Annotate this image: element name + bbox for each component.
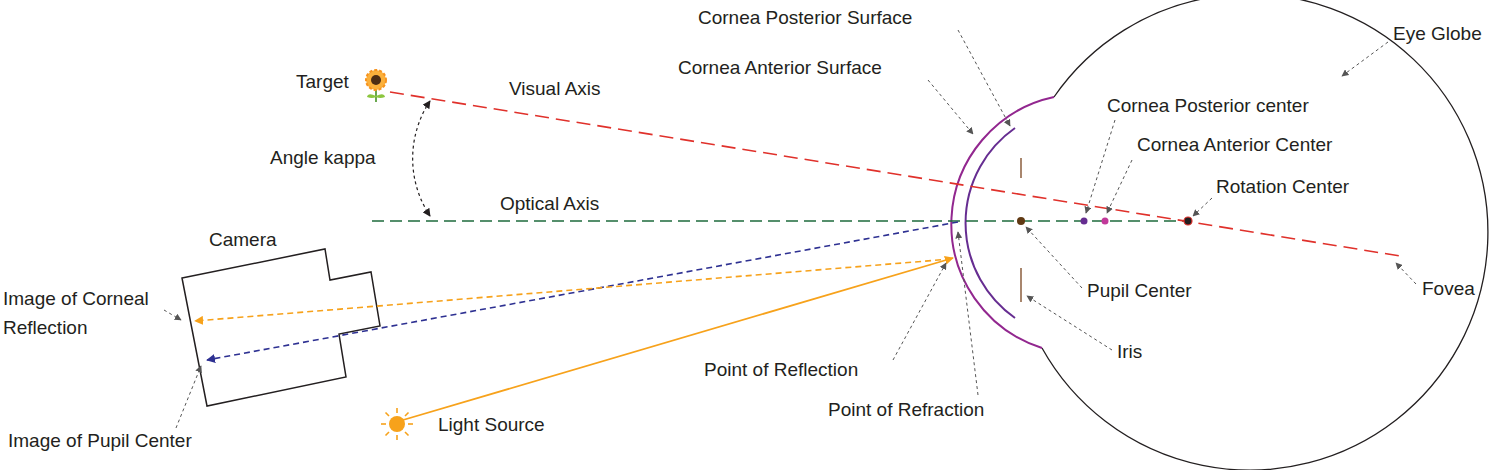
visual-axis [390, 92, 1400, 256]
iris-line [1020, 158, 1022, 178]
light-source-icon [381, 408, 413, 440]
part-label: Cornea Posterior center [1107, 95, 1309, 117]
part-label: Eye Globe [1393, 23, 1482, 45]
part-label: Image of Pupil Center [8, 430, 192, 452]
part-label: Camera [209, 229, 277, 251]
rotation-center-dot [1184, 217, 1192, 225]
optical-axis [372, 220, 1188, 222]
cornea-posterior-surface [966, 128, 1015, 318]
part-label: Rotation Center [1216, 176, 1349, 198]
pupil-ray [207, 222, 958, 360]
angle-arc [413, 101, 430, 216]
part-label: Pupil Center [1087, 280, 1192, 302]
eye-globe [1042, 0, 1488, 470]
target-icon [366, 70, 386, 102]
leader-lines [164, 30, 1416, 428]
camera-body [182, 249, 380, 406]
part-label: Cornea Anterior Surface [678, 57, 882, 79]
light-ray [403, 258, 953, 420]
part-label: Point of Refraction [828, 399, 984, 421]
reflection-ray [195, 259, 951, 321]
part-label: Iris [1117, 341, 1142, 363]
part-label: Visual Axis [509, 78, 601, 100]
part-label: Target [296, 71, 349, 93]
part-label: Point of Reflection [704, 359, 858, 381]
iris-line [1020, 268, 1022, 302]
pupil-center-dot [1017, 217, 1025, 225]
part-label: Angle kappa [270, 147, 376, 169]
part-label: Cornea Posterior Surface [698, 7, 912, 29]
cornea-anterior-surface [951, 97, 1054, 348]
part-label: Fovea [1422, 278, 1475, 300]
part-label: Cornea Anterior Center [1137, 134, 1332, 156]
part-label: Light Source [438, 414, 545, 436]
cornea-posterior-center-dot [1081, 218, 1088, 225]
part-label: Optical Axis [500, 193, 599, 215]
cornea-anterior-center-dot [1102, 218, 1109, 225]
part-label: Image of Corneal Reflection [3, 284, 168, 342]
